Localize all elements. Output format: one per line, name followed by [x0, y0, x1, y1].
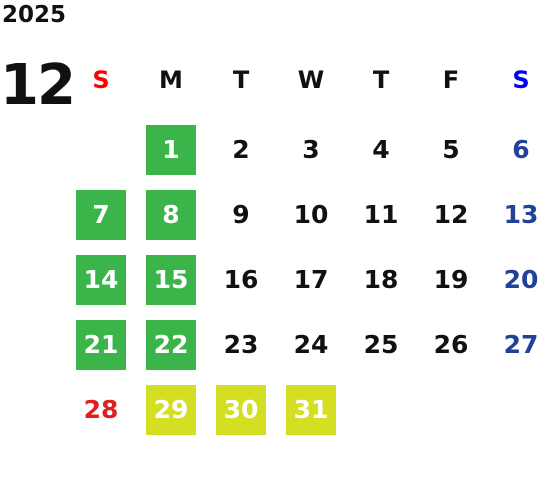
- day-cell-6[interactable]: 6: [512, 135, 530, 164]
- day-cell-11[interactable]: 11: [363, 200, 399, 229]
- month-label: 12: [0, 53, 76, 118]
- day-cell-3[interactable]: 3: [302, 135, 320, 164]
- weekday-header-sat: S: [512, 66, 530, 94]
- weekday-header-tue: T: [232, 66, 250, 94]
- weekday-header-fri: F: [442, 66, 460, 94]
- day-cell-10[interactable]: 10: [293, 200, 329, 229]
- day-cell-31[interactable]: 31: [286, 385, 336, 435]
- day-cell-27[interactable]: 27: [503, 330, 539, 359]
- day-cell-20[interactable]: 20: [503, 265, 539, 294]
- day-cell-17[interactable]: 17: [293, 265, 329, 294]
- day-cell-2[interactable]: 2: [232, 135, 250, 164]
- day-cell-1[interactable]: 1: [146, 125, 196, 175]
- day-cell-19[interactable]: 19: [433, 265, 469, 294]
- weekday-header-thu: T: [372, 66, 390, 94]
- weekday-header-sun: S: [92, 66, 110, 94]
- day-cell-28[interactable]: 28: [83, 395, 119, 424]
- day-cell-7[interactable]: 7: [76, 190, 126, 240]
- weekday-header-mon: M: [159, 66, 183, 94]
- weekday-header-wed: W: [297, 66, 325, 94]
- day-cell-26[interactable]: 26: [433, 330, 469, 359]
- day-cell-18[interactable]: 18: [363, 265, 399, 294]
- day-cell-23[interactable]: 23: [223, 330, 259, 359]
- day-cell-16[interactable]: 16: [223, 265, 259, 294]
- year-label: 2025: [2, 2, 67, 28]
- day-cell-25[interactable]: 25: [363, 330, 399, 359]
- day-cell-4[interactable]: 4: [372, 135, 390, 164]
- day-cell-9[interactable]: 9: [232, 200, 250, 229]
- day-cell-12[interactable]: 12: [433, 200, 469, 229]
- day-cell-30[interactable]: 30: [216, 385, 266, 435]
- day-cell-22[interactable]: 22: [146, 320, 196, 370]
- day-cell-29[interactable]: 29: [146, 385, 196, 435]
- day-cell-8[interactable]: 8: [146, 190, 196, 240]
- day-cell-5[interactable]: 5: [442, 135, 460, 164]
- day-cell-15[interactable]: 15: [146, 255, 196, 305]
- day-cell-13[interactable]: 13: [503, 200, 539, 229]
- day-cell-24[interactable]: 24: [293, 330, 329, 359]
- day-cell-21[interactable]: 21: [76, 320, 126, 370]
- day-cell-14[interactable]: 14: [76, 255, 126, 305]
